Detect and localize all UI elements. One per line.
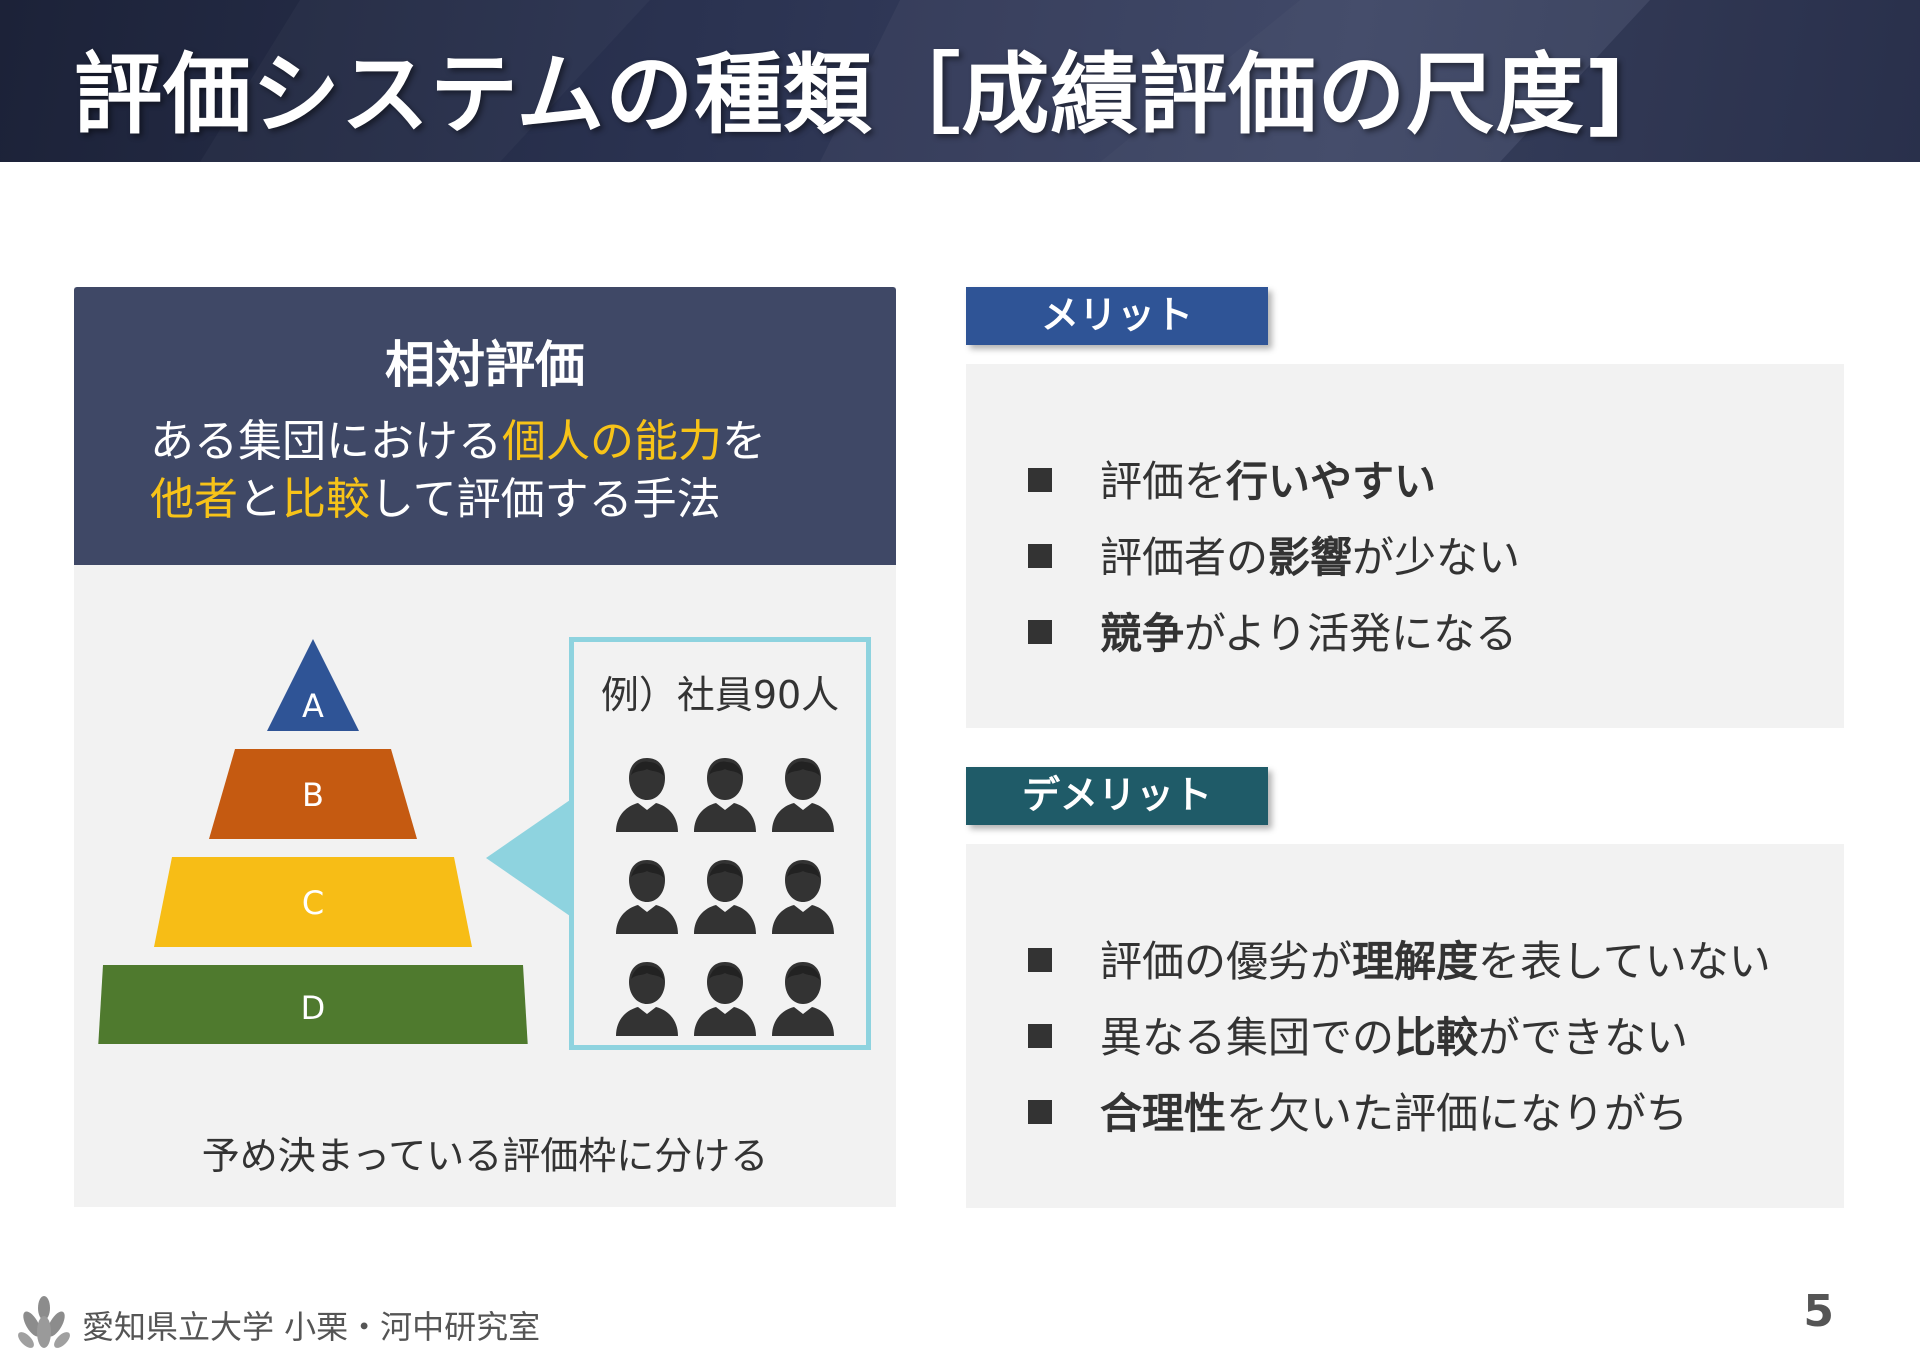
square-bullet-icon [1028,1024,1052,1048]
square-bullet-icon [1028,620,1052,644]
square-bullet-icon [1028,468,1052,492]
example-label: 例）社員90人 [600,673,840,717]
description-line-1: ある集団における個人の能力を [150,413,870,471]
person-icon [768,856,846,958]
text-segment: と [238,474,282,525]
relative-evaluation-panel: 相対評価 ある集団における個人の能力を 他者と比較して評価する手法 A B C D 例… [74,287,896,1207]
list-item: 競争がより活発になる [1028,596,1520,672]
text-segment: 異なる集団での [1100,1013,1395,1062]
emphasized-phrase: 比較 [1394,1013,1479,1062]
list-item: 異なる集団での比較ができない [1028,1000,1771,1076]
text-segment: を表していない [1478,937,1771,986]
person-icon [768,754,846,856]
description-line-2: 他者と比較して評価する手法 [150,471,870,529]
person-icon [612,958,690,1060]
university-logo-icon [18,1296,70,1348]
emphasized-phrase: 理解度 [1352,937,1479,986]
demerit-tag: デメリット [966,767,1268,825]
relative-evaluation-description: ある集団における個人の能力を 他者と比較して評価する手法 [150,413,870,529]
header-texture [820,0,1920,162]
person-icon [690,958,768,1060]
merit-box: 評価を行いやすい評価者の影響が少ない競争がより活発になる [966,364,1844,728]
example-box: 例）社員90人 [569,637,871,1050]
people-grid [612,754,842,1060]
highlighted-phrase: 個人の能力 [502,416,722,467]
page-title: 評価システムの種類［成績評価の尺度] [74,43,1626,146]
pyramid-tier-label: D [301,989,326,1027]
pyramid-tier-label: C [302,884,324,922]
emphasized-phrase: 影響 [1268,533,1353,582]
text-segment: 評価者の [1100,533,1269,582]
text-segment: ある集団における [150,416,502,467]
list-item: 評価者の影響が少ない [1028,520,1520,596]
person-icon [612,856,690,958]
text-segment: して評価する手法 [370,474,721,525]
pyramid-tier-c [154,857,472,947]
square-bullet-icon [1028,1100,1052,1124]
text-segment: 評価を [1100,457,1227,506]
person-icon [768,958,846,1060]
merit-list: 評価を行いやすい評価者の影響が少ない競争がより活発になる [1028,444,1520,672]
list-item: 評価を行いやすい [1028,444,1520,520]
pyramid-tier-label: B [302,776,324,814]
highlighted-phrase: 他者 [150,474,238,525]
demerit-box: 評価の優劣が理解度を表していない異なる集団での比較ができない合理性を欠いた評価に… [966,844,1844,1208]
grade-pyramid: A B C D [98,639,528,1044]
pyramid-tier-d [98,965,528,1044]
text-segment: を [722,416,766,467]
relative-evaluation-header: 相対評価 ある集団における個人の能力を 他者と比較して評価する手法 [74,287,896,565]
person-icon [690,856,768,958]
page-number: 5 [1803,1286,1834,1337]
emphasized-phrase: 競争 [1100,609,1185,658]
footer-lab-name: 愛知県立大学 小栗・河中研究室 [82,1308,541,1346]
callout-arrow [486,800,570,916]
highlighted-phrase: 比較 [282,474,370,525]
square-bullet-icon [1028,948,1052,972]
text-segment: 評価の優劣が [1100,937,1353,986]
pyramid-tier-a [267,639,359,731]
square-bullet-icon [1028,544,1052,568]
list-item: 合理性を欠いた評価になりがち [1028,1076,1771,1152]
text-segment: を欠いた評価になりがち [1226,1089,1689,1138]
pyramid-caption: 予め決まっている評価枠に分ける [201,1134,769,1178]
demerit-list: 評価の優劣が理解度を表していない異なる集団での比較ができない合理性を欠いた評価に… [1028,924,1771,1152]
person-icon [690,754,768,856]
header-banner: 評価システムの種類［成績評価の尺度] [0,0,1920,162]
text-segment: が少ない [1352,533,1521,582]
emphasized-phrase: 合理性 [1100,1089,1227,1138]
relative-evaluation-title: 相対評価 [385,336,585,394]
text-segment: がより活発になる [1184,609,1518,658]
person-icon [612,754,690,856]
pyramid-tier-b [209,749,417,839]
merit-tag: メリット [966,287,1268,345]
list-item: 評価の優劣が理解度を表していない [1028,924,1771,1000]
emphasized-phrase: 行いやすい [1226,457,1437,506]
pyramid-tier-label: A [302,687,324,725]
text-segment: ができない [1478,1013,1689,1062]
